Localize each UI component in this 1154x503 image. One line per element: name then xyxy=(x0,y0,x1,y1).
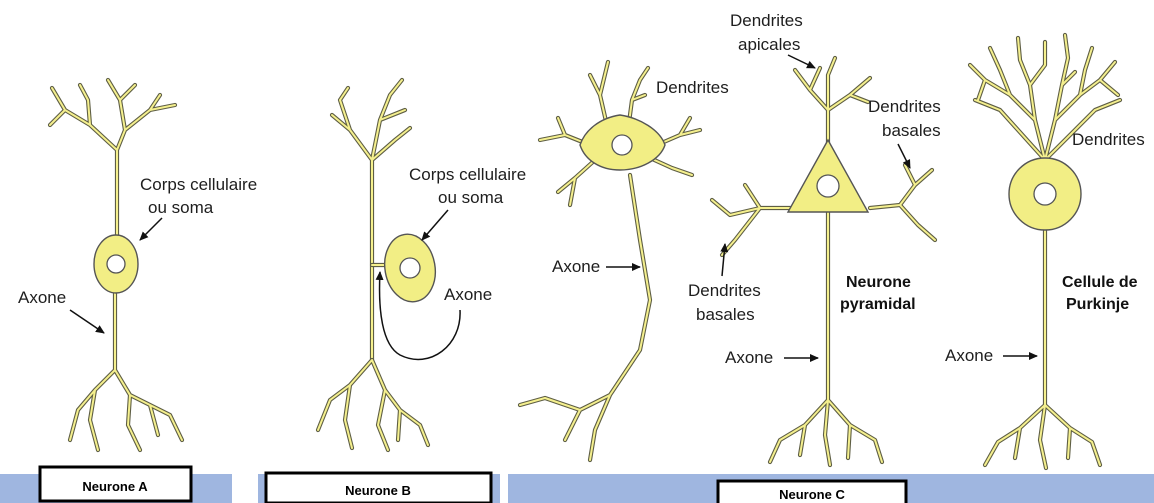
neurone-b-axon xyxy=(318,360,428,450)
label-dendrites-basales-right-line1: Dendrites xyxy=(868,97,941,116)
label-dendrites-basales-left-line2: basales xyxy=(696,305,755,324)
caption-neurone-c: Neurone C xyxy=(718,481,906,503)
neurone-c1-nucleus xyxy=(612,135,632,155)
label-pyramidal-line2: pyramidal xyxy=(840,296,916,313)
neurone-b-dendrites xyxy=(332,80,410,360)
neurone-purkinje-axon xyxy=(985,228,1100,468)
caption-text-c: Neurone C xyxy=(779,487,845,502)
neurone-b-nucleus xyxy=(400,258,420,278)
caption-neurone-a: Neurone A xyxy=(40,467,191,501)
neurone-pyramidal-nucleus xyxy=(817,175,839,197)
arrow-axone-a xyxy=(70,310,104,333)
label-pyramidal-line1: Neurone xyxy=(846,274,911,291)
label-dendrites-c1: Dendrites xyxy=(656,78,729,97)
arrow-corps-b xyxy=(422,210,448,240)
label-axone-a: Axone xyxy=(18,288,66,307)
neurone-a-drawing xyxy=(50,80,182,450)
neurone-c1-drawing xyxy=(520,62,700,460)
caption-text-b: Neurone B xyxy=(345,483,411,498)
caption-neurone-b: Neurone B xyxy=(266,473,491,503)
label-axone-b: Axone xyxy=(444,285,492,304)
arrow-dendrites-apicales xyxy=(788,55,815,68)
label-purkinje-line1: Cellule de xyxy=(1062,274,1138,291)
label-dendrites-basales-right-line2: basales xyxy=(882,121,941,140)
label-purkinje-line2: Purkinje xyxy=(1066,296,1129,313)
arrow-corps-a xyxy=(140,218,162,240)
neurone-pyramidal-axon xyxy=(770,210,882,465)
label-corps-b-line1: Corps cellulaire xyxy=(409,165,526,184)
neurone-c1-axon xyxy=(520,175,650,460)
label-axone-purkinje: Axone xyxy=(945,346,993,365)
label-dendrites-purkinje: Dendrites xyxy=(1072,130,1145,149)
label-corps-a-line2: ou soma xyxy=(148,198,214,217)
neurone-purkinje-drawing xyxy=(970,35,1120,468)
label-axone-c1: Axone xyxy=(552,257,600,276)
neurone-a-axon xyxy=(70,290,182,450)
label-axone-pyramidal: Axone xyxy=(725,348,773,367)
label-dendrites-apicales-line2: apicales xyxy=(738,35,800,54)
neurone-a-nucleus xyxy=(107,255,125,273)
caption-text-a: Neurone A xyxy=(82,479,148,494)
label-dendrites-apicales-line1: Dendrites xyxy=(730,11,803,30)
label-dendrites-basales-left-line1: Dendrites xyxy=(688,281,761,300)
arrow-dendrites-basales-left xyxy=(722,244,725,276)
label-corps-b-line2: ou soma xyxy=(438,188,504,207)
label-corps-a-line1: Corps cellulaire xyxy=(140,175,257,194)
neurone-pyramidal-drawing xyxy=(712,58,935,465)
neurone-purkinje-nucleus xyxy=(1034,183,1056,205)
neurone-b-drawing xyxy=(318,80,441,450)
